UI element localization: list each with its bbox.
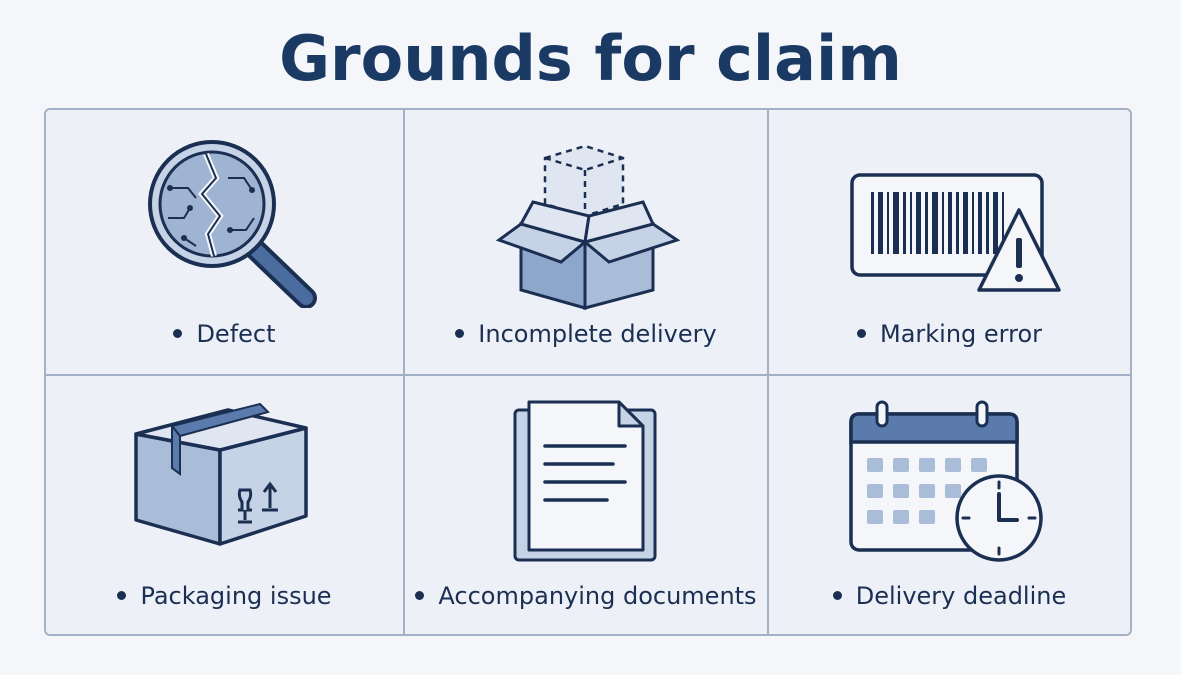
- documents-icon: [513, 400, 657, 562]
- bullet-dot: [415, 590, 425, 600]
- card-incomplete-delivery: Incomplete delivery: [405, 110, 769, 376]
- card-accompanying-documents: Accompanying documents: [405, 376, 769, 634]
- card-defect: Defect: [46, 110, 405, 376]
- bullet-dot: [856, 328, 866, 338]
- label-accompanying-documents: Accompanying documents: [405, 582, 767, 610]
- label-delivery-deadline: Delivery deadline: [769, 582, 1130, 610]
- page-title: Grounds for claim: [279, 22, 902, 95]
- taped-box-icon: [134, 402, 308, 546]
- label-defect: Defect: [46, 320, 403, 348]
- bullet-dot: [173, 328, 183, 338]
- card-delivery-deadline: Delivery deadline: [769, 376, 1130, 634]
- calendar-clock-icon: [849, 400, 1043, 562]
- magnifier-cracked-circuit-icon: [148, 140, 317, 308]
- bullet-dot: [455, 328, 465, 338]
- barcode-warning-icon: [850, 173, 1061, 292]
- bullet-dot: [117, 590, 127, 600]
- open-box-missing-item-icon: [495, 144, 681, 310]
- card-packaging-issue: Packaging issue: [46, 376, 405, 634]
- label-incomplete-delivery: Incomplete delivery: [405, 320, 767, 348]
- bullet-dot: [832, 590, 842, 600]
- card-marking-error: Marking error: [769, 110, 1130, 376]
- label-marking-error: Marking error: [769, 320, 1130, 348]
- label-packaging-issue: Packaging issue: [46, 582, 403, 610]
- claim-grounds-grid: Defect Incomplete delivery: [44, 108, 1132, 636]
